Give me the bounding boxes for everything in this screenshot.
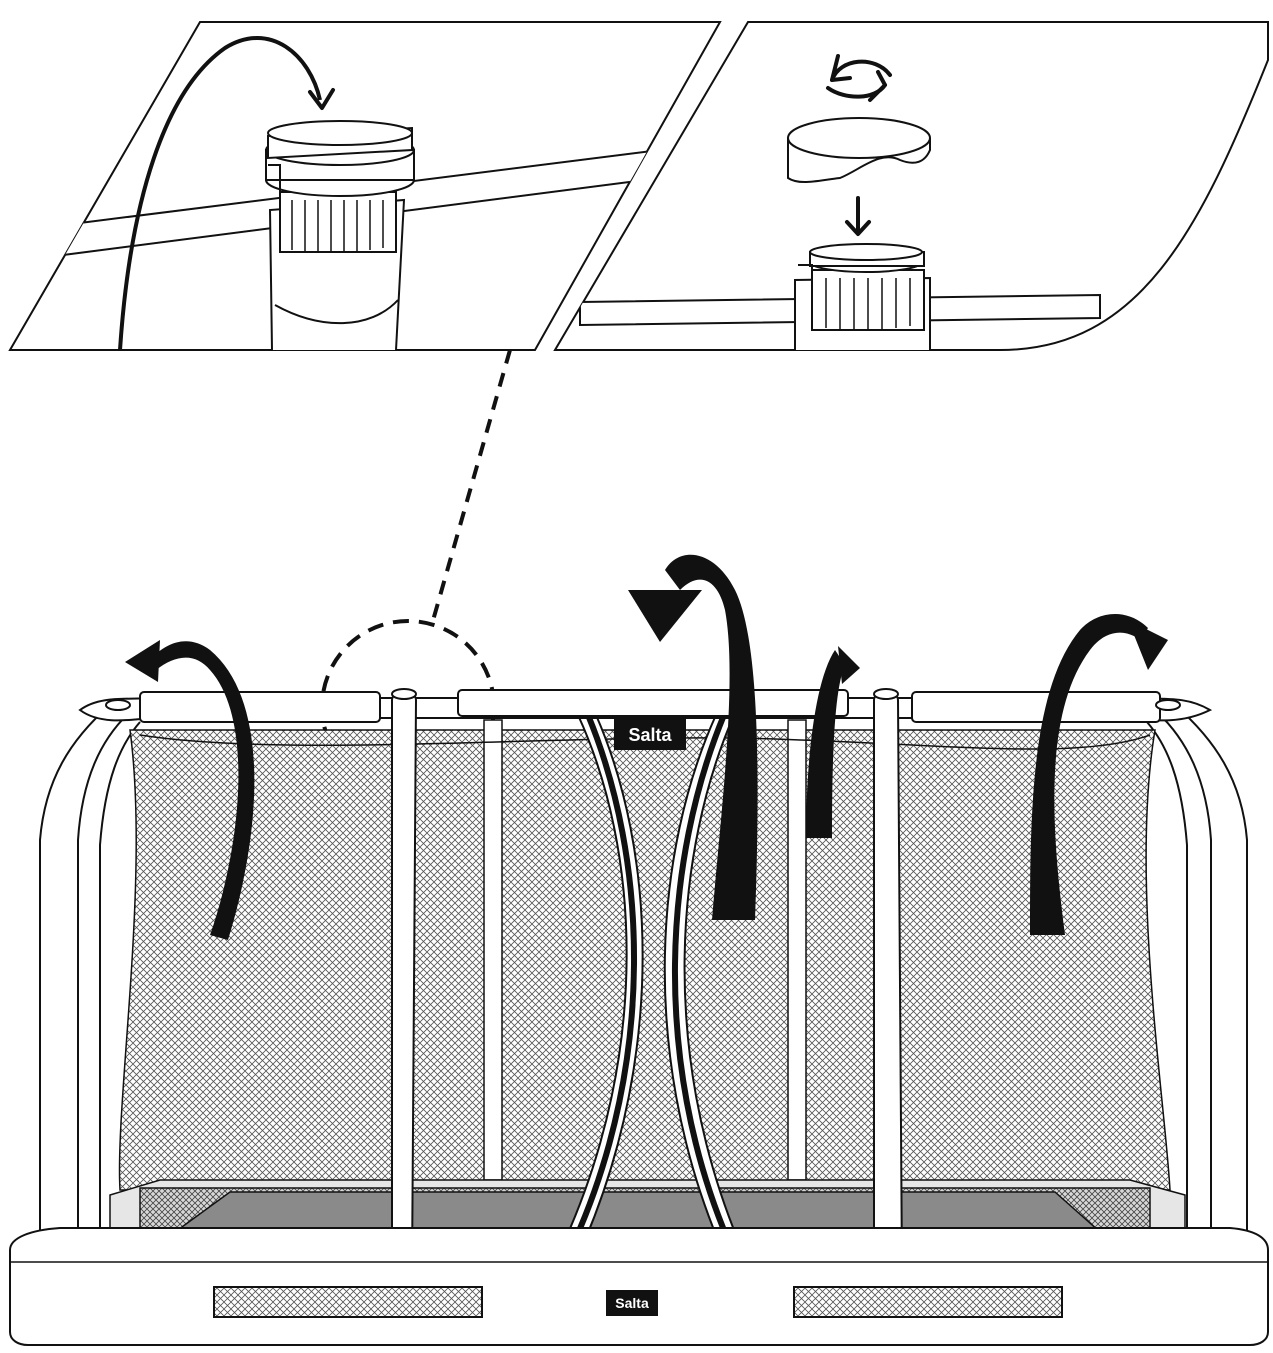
detail-panel-right (553, 21, 1269, 351)
frame-brand-label: Salta (606, 1290, 658, 1316)
net-brand-label: Salta (614, 718, 686, 750)
net-entrance-zipper (563, 713, 740, 1242)
front-pole-right (873, 691, 904, 1271)
frame-brand-text: Salta (615, 1295, 649, 1311)
leader-line (430, 349, 512, 625)
flip-arrow-icon (125, 554, 1168, 940)
cap-piece (787, 117, 931, 184)
down-arrow-icon (845, 196, 871, 236)
net-brand-text: Salta (628, 725, 672, 745)
detail-panel-left (8, 21, 722, 351)
curved-arrow-icon (308, 88, 335, 110)
front-pole-left (391, 691, 418, 1271)
frame-pole-right (1155, 703, 1248, 1241)
trampoline-base-frame: Salta (9, 1227, 1269, 1346)
frame-pole-left (39, 703, 132, 1241)
pad-panel-left (213, 1286, 483, 1318)
rotate-arrows-icon (826, 54, 892, 102)
pad-panel-right (793, 1286, 1063, 1318)
enclosure-net (118, 719, 1171, 1191)
trampoline: Salta Salta (9, 554, 1269, 1346)
